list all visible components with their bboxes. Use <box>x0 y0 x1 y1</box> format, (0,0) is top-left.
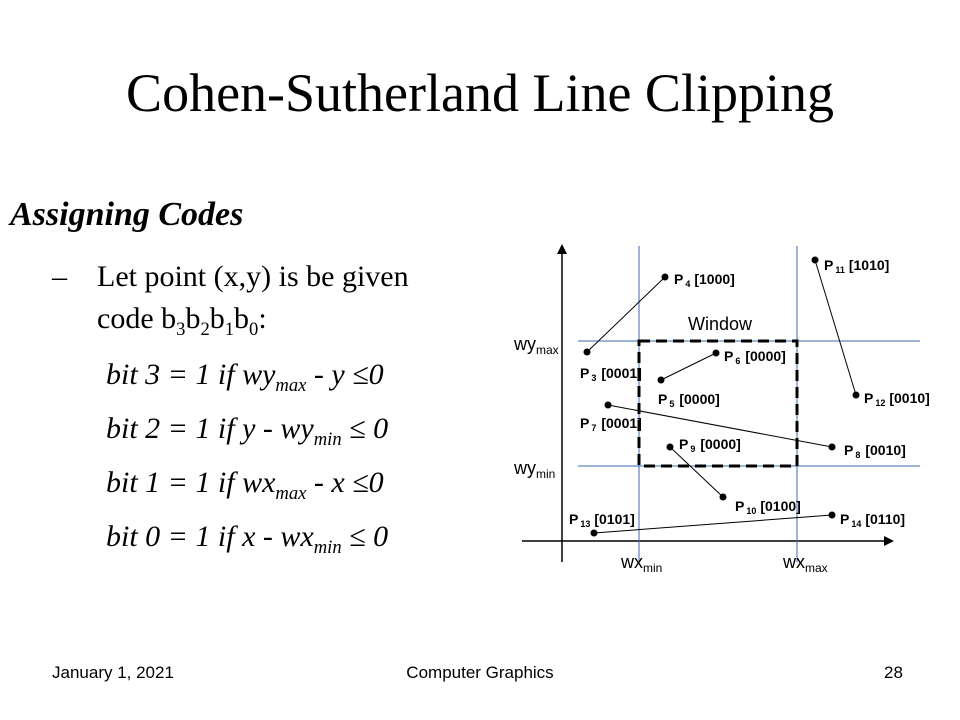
segment-p11-p12 <box>814 259 857 396</box>
clipping-window <box>637 339 799 468</box>
segment-p7-p8 <box>607 404 833 448</box>
y-axis-arrow <box>557 244 567 254</box>
point-p5 <box>657 376 665 384</box>
point-p10 <box>719 493 727 501</box>
point-p7 <box>604 401 612 409</box>
segment-p3-p4 <box>586 276 666 353</box>
wy-min-label: wymin <box>513 458 555 481</box>
x-axis-arrow <box>884 536 894 546</box>
bit-0-rule: bit 0 = 1 if x - wxmin ≤ 0 <box>106 520 389 558</box>
point-p9 <box>666 443 674 451</box>
wy-max-label: wymax <box>513 334 559 357</box>
point-p4 <box>661 273 669 281</box>
point-p13 <box>590 529 598 537</box>
footer-date: January 1, 2021 <box>52 663 174 682</box>
segment-p9-p10 <box>669 446 724 498</box>
point-p6 <box>712 349 720 357</box>
footer-page-number: 28 <box>884 663 903 682</box>
bullet-dash: – <box>52 260 67 293</box>
bit-2-rule: bit 2 = 1 if y - wymin ≤ 0 <box>106 412 389 450</box>
wx-min-label: wxmin <box>620 552 662 575</box>
point-p8 <box>828 443 836 451</box>
bullet-line-2: code b3b2b1b0: <box>97 302 267 340</box>
window-label: Window <box>688 314 753 334</box>
slide-title: Cohen-Sutherland Line Clipping <box>126 63 834 123</box>
point-p3 <box>583 348 591 356</box>
point-p12 <box>852 391 860 399</box>
bit-1-rule: bit 1 = 1 if wxmax - x ≤0 <box>106 466 384 504</box>
wx-max-label: wxmax <box>782 552 828 575</box>
segment-p5-p6 <box>660 352 717 381</box>
bullet-line-1: Let point (x,y) is be given <box>97 260 409 293</box>
footer-course: Computer Graphics <box>406 663 554 682</box>
point-p11 <box>811 256 819 264</box>
segment-p13-p14 <box>593 514 833 534</box>
bit-3-rule: bit 3 = 1 if wymax - y ≤0 <box>106 358 384 396</box>
point-p14 <box>828 511 836 519</box>
section-heading: Assigning Codes <box>10 196 244 233</box>
